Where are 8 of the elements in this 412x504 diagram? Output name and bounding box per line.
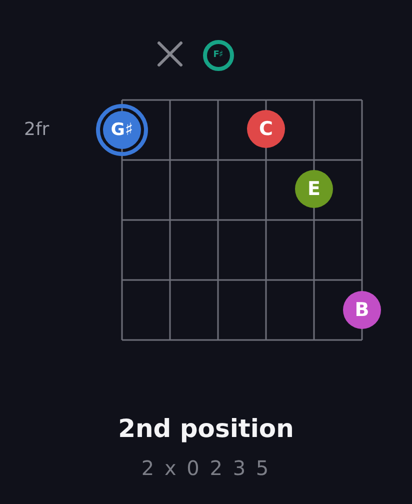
note-marker: E [295, 170, 333, 208]
root-note-marker: G♯ [96, 104, 148, 156]
open-string-marker: F♯ [202, 40, 234, 70]
chord-title: 2nd position [117, 413, 295, 445]
fingering-label: 2 x 0 2 3 5 [140, 455, 272, 481]
fret-label: 2fr [24, 118, 50, 142]
note-marker: B [343, 291, 381, 329]
note-marker: C [247, 110, 285, 148]
